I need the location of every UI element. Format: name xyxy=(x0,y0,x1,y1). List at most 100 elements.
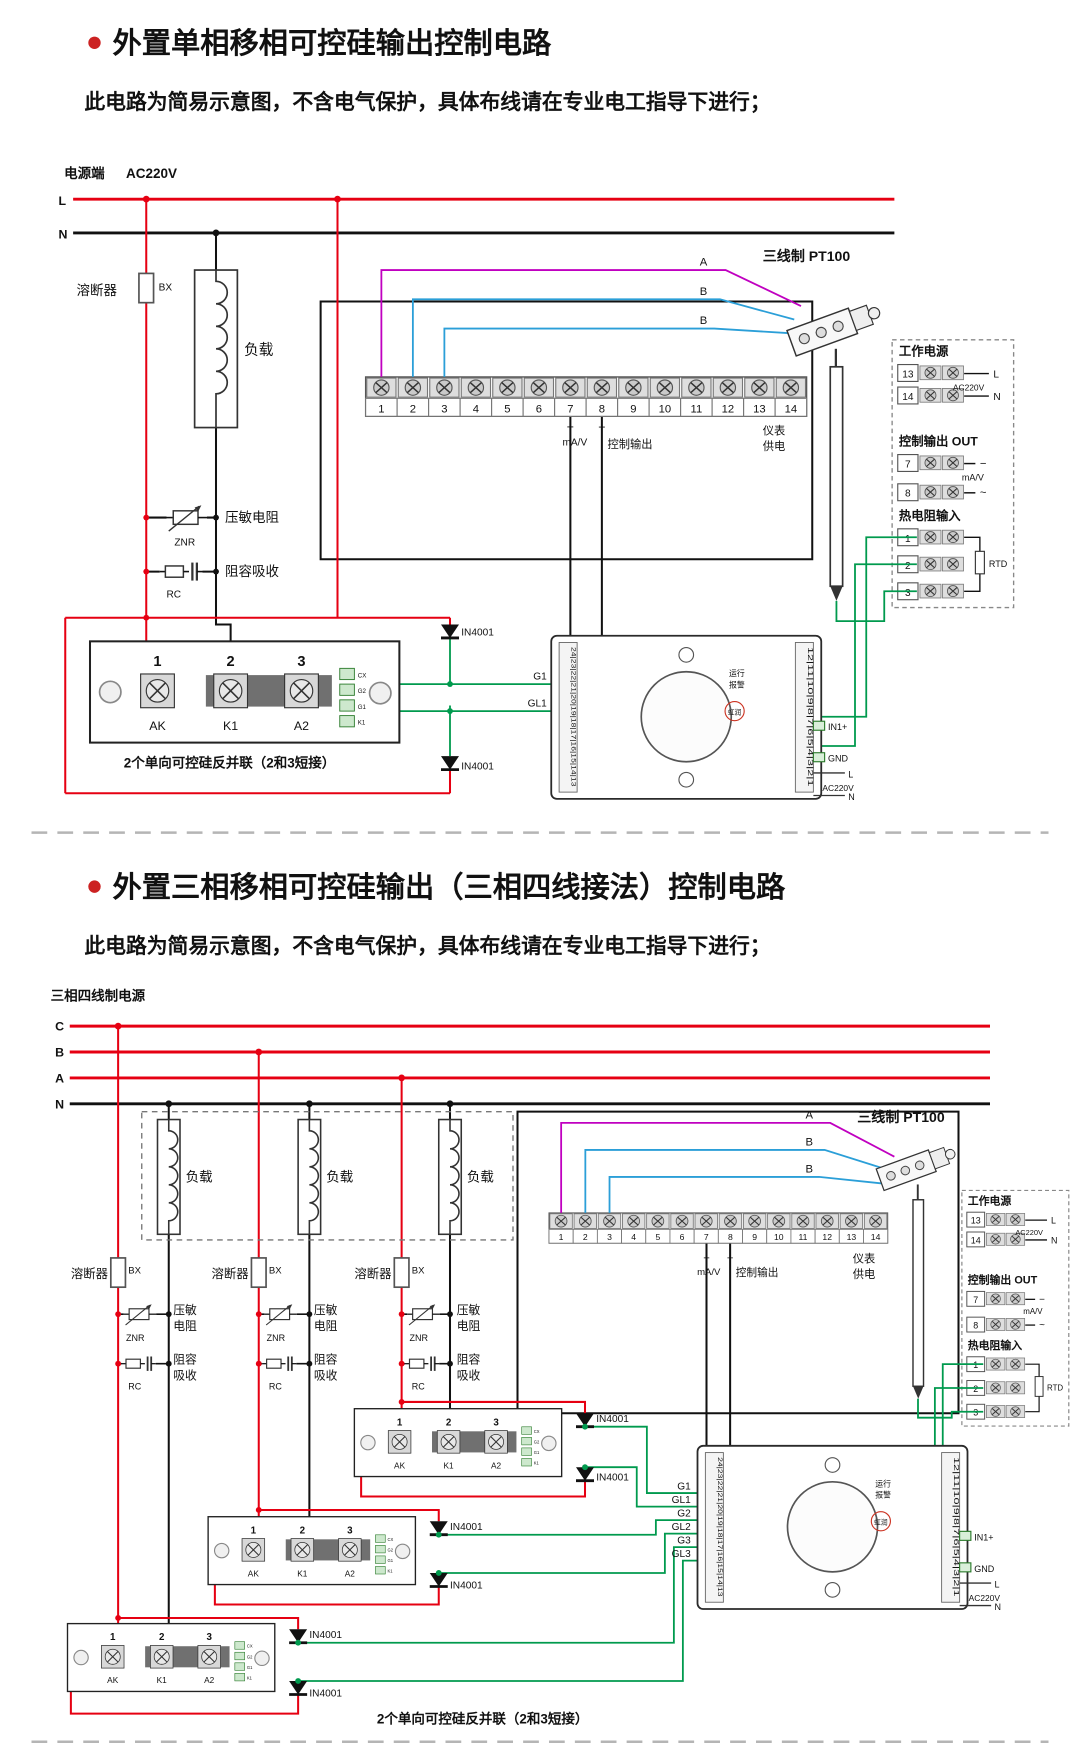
phase-C-label: C xyxy=(55,1020,64,1034)
wire-label-b2: B xyxy=(806,1163,814,1175)
section1: 外置单相移相可控硅输出控制电路 此电路为简易示意图，不含电气保护，具体布线请在专… xyxy=(59,27,1014,803)
rc-label-l2: 吸收 xyxy=(457,1368,481,1382)
fuse-label: 溶断器 xyxy=(354,1266,391,1281)
varistor-label-l1: 压敏 xyxy=(457,1303,481,1317)
pt100-wire-b1 xyxy=(411,298,795,377)
pt100-wire-a xyxy=(380,269,802,377)
bullet-icon xyxy=(88,36,101,49)
rc-code: RC xyxy=(167,589,182,600)
line-L-label: L xyxy=(59,194,67,208)
gate-wire-gl1: GL1 xyxy=(672,1495,691,1506)
wire-label-b1: B xyxy=(806,1136,814,1148)
diode-label: IN4001 xyxy=(596,1473,629,1484)
varistor-code: ZNR xyxy=(267,1333,286,1343)
rc-label-l1: 阻容 xyxy=(457,1353,481,1367)
gate-wire-gl1: GL1 xyxy=(528,699,547,710)
gate-wire-g1: G1 xyxy=(533,672,547,683)
rc-label-l2: 吸收 xyxy=(314,1368,338,1382)
pt100-wire-b1 xyxy=(584,1149,890,1213)
diode-label: IN4001 xyxy=(596,1414,629,1425)
load-group-box xyxy=(141,1110,514,1241)
fuse-code-label: BX xyxy=(412,1266,425,1277)
section1-subtitle: 此电路为简易示意图，不含电气保护，具体布线请在专业电工指导下进行； xyxy=(84,90,770,114)
varistor-label-l2: 电阻 xyxy=(314,1319,338,1333)
gate-wire-gl3: GL3 xyxy=(672,1549,691,1560)
strip-minus: − xyxy=(703,1252,710,1264)
s1-red-wires xyxy=(64,197,895,795)
varistor-label-l1: 压敏 xyxy=(314,1303,338,1317)
rc-label: 阻容吸收 xyxy=(225,563,279,579)
phase-N-label: N xyxy=(55,1097,64,1111)
scr-caption: 2个单向可控硅反并联（2和3短接） xyxy=(377,1711,589,1727)
meter-supply-2: 供电 xyxy=(853,1267,876,1281)
line-N-label: N xyxy=(59,228,68,242)
strip-plus: + xyxy=(598,420,605,434)
rc-code: RC xyxy=(269,1382,282,1392)
fuse-label: 溶断器 xyxy=(212,1266,249,1281)
s1-routing-box xyxy=(73,231,895,642)
s2-green-junctions xyxy=(295,1423,588,1684)
pt100-wire-b2 xyxy=(443,327,788,377)
pt100-wire-a xyxy=(560,1122,895,1213)
load-symbol xyxy=(297,1118,322,1236)
scr-caption: 2个单向可控硅反并联（2和3短接） xyxy=(124,754,336,770)
strip-mav: mA/V xyxy=(697,1267,721,1278)
diode-label: IN4001 xyxy=(450,1581,483,1592)
wire-label-b2: B xyxy=(700,315,708,327)
varistor-label-l1: 压敏 xyxy=(173,1303,197,1317)
load-symbol xyxy=(437,1118,463,1236)
wire-label-a: A xyxy=(700,257,708,269)
varistor-label-l2: 电阻 xyxy=(173,1319,197,1333)
section1-title: 外置单相移相可控硅输出控制电路 xyxy=(113,27,552,60)
varistor-code: ZNR xyxy=(126,1333,145,1343)
s1-black-junctions xyxy=(212,229,220,575)
meter-supply-1: 仪表 xyxy=(853,1251,876,1265)
phase-B-label: B xyxy=(55,1046,64,1060)
diode-label: IN4001 xyxy=(461,628,494,639)
load-symbol xyxy=(156,1118,181,1236)
diode-label: IN4001 xyxy=(309,1689,342,1700)
s2-red-junctions xyxy=(114,1022,405,1621)
diode-label: IN4001 xyxy=(461,762,494,773)
strip-ctrl-out: 控制输出 xyxy=(608,437,653,451)
section2-title: 外置三相移相可控硅输出（三相四线接法）控制电路 xyxy=(113,871,786,904)
phase-A-label: A xyxy=(55,1071,64,1085)
wire-label-a: A xyxy=(806,1109,814,1121)
fuse-label: 溶断器 xyxy=(77,283,118,298)
rc-label-l2: 吸收 xyxy=(173,1368,197,1382)
varistor-code: ZNR xyxy=(174,538,195,549)
gate-wire-g2: G2 xyxy=(677,1509,691,1520)
pt100-title: 三线制 PT100 xyxy=(857,1109,945,1125)
bullet-icon xyxy=(88,880,101,893)
fuse-code-label: BX xyxy=(159,282,173,293)
fuse-code-label: BX xyxy=(269,1266,282,1277)
load-symbol xyxy=(193,269,239,429)
s1-green-junctions xyxy=(447,681,453,715)
strip-ctrl-out: 控制输出 xyxy=(736,1266,779,1279)
varistor-code: ZNR xyxy=(410,1333,429,1343)
gate-wire-gl2: GL2 xyxy=(672,1522,691,1533)
load-label: 负载 xyxy=(467,1169,494,1184)
rc-code: RC xyxy=(412,1382,425,1392)
rc-code: RC xyxy=(128,1382,141,1392)
s1-red-junctions xyxy=(142,195,341,621)
load-label: 负载 xyxy=(326,1169,353,1184)
meter-supply-2: 供电 xyxy=(763,439,786,453)
wire-label-b1: B xyxy=(700,286,708,298)
fuse-code-label: BX xyxy=(128,1266,141,1277)
section2-subtitle: 此电路为简易示意图，不含电气保护，具体布线请在专业电工指导下进行； xyxy=(84,934,770,958)
three-phase-power-label: 三相四线制电源 xyxy=(51,987,146,1003)
load-label: 负载 xyxy=(244,341,274,358)
pt100-wire-b2 xyxy=(608,1176,885,1213)
section2: 外置三相移相可控硅输出（三相四线接法）控制电路 此电路为简易示意图，不含电气保护… xyxy=(51,871,1069,1727)
strip-minus: − xyxy=(567,420,574,434)
diode-label: IN4001 xyxy=(450,1522,483,1533)
load-label: 负载 xyxy=(186,1169,213,1184)
strip-plus: + xyxy=(727,1252,734,1264)
gate-wire-g3: G3 xyxy=(677,1536,691,1547)
gate-wire-g1: G1 xyxy=(677,1482,691,1493)
rc-label-l1: 阻容 xyxy=(173,1353,197,1367)
diode-label: IN4001 xyxy=(309,1630,342,1641)
varistor-label-l2: 电阻 xyxy=(457,1319,481,1333)
